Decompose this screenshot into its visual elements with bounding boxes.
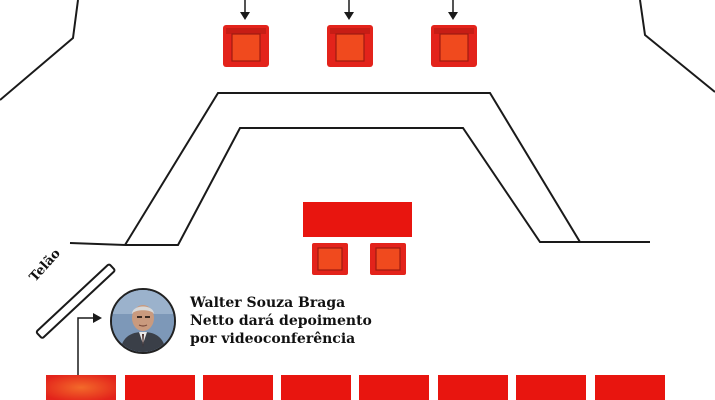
top-seat-arrows: [240, 0, 458, 20]
senator-seats-row: [46, 375, 665, 400]
witness-chair-left: [312, 243, 348, 275]
dais-outer-outline: [69, 92, 650, 247]
right-wall-line: [639, 0, 715, 93]
caption-line-2: Netto dará depoimento: [190, 313, 372, 329]
caption-line-3: por videoconferência: [190, 331, 356, 347]
caption-line-1: Walter Souza Braga: [190, 295, 346, 311]
person-portrait-icon: [112, 290, 174, 352]
witness-caption: Walter Souza Braga Netto dará depoimento…: [190, 294, 372, 348]
screen-to-witness-arrow: [77, 313, 102, 400]
presiding-chair-center: [327, 25, 373, 67]
presiding-chair-left: [223, 25, 269, 67]
witness-avatar: [110, 288, 176, 354]
video-screen: [35, 263, 116, 339]
witness-table: [303, 202, 412, 237]
witness-chair-right: [370, 243, 406, 275]
dais-inner-outline: [125, 127, 580, 246]
left-wall-line: [0, 0, 79, 101]
presiding-chair-right: [431, 25, 477, 67]
